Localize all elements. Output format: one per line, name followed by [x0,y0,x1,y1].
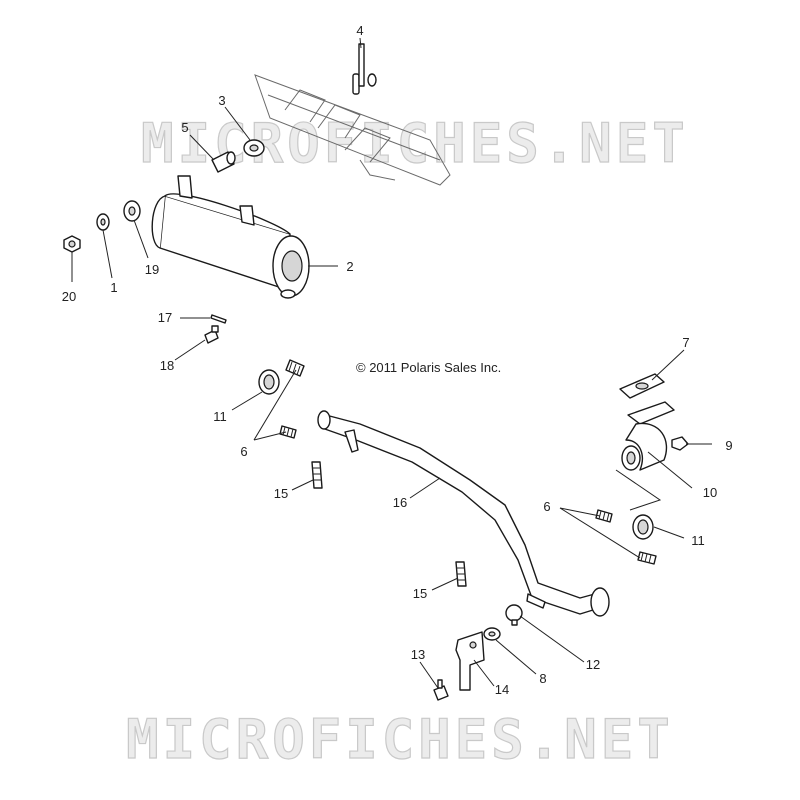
callout-6-left: 6 [240,444,247,459]
callout-6-right: 6 [543,499,550,514]
gasket-part-7 [619,373,665,399]
gasket-part-11-right [632,514,654,540]
head-pipe-part-16 [317,410,610,617]
grommet-part-3 [243,139,265,157]
leader-lines [71,37,712,689]
bracket-part-14 [455,631,485,691]
callout-5: 5 [181,120,188,135]
callout-2: 2 [346,259,353,274]
spring-part-6-lower-left [279,425,297,439]
callout-17: 17 [158,310,172,325]
copyright-notice: © 2011 Polaris Sales Inc. [356,360,501,375]
callout-13: 13 [411,647,425,662]
pin-part-17 [210,314,227,324]
muffler-part-2 [151,175,310,299]
callout-18: 18 [160,358,174,373]
washer-part-19 [123,200,141,222]
callout-3: 3 [218,93,225,108]
callout-labels: 1 2 3 4 5 6 6 7 8 9 10 11 11 12 13 14 15… [62,23,733,697]
frame-rail [254,74,451,186]
watermark-bottom: MICROFICHES.NET [126,708,674,771]
sensor-part-12 [505,604,523,626]
spring-part-6-upper-left [285,359,305,377]
bolt-part-13 [433,679,449,701]
nut-part-20 [63,235,81,253]
callout-12: 12 [586,657,600,672]
bolt-part-4 [352,43,377,95]
sleeve-part-5 [211,151,236,173]
callout-11-left: 11 [213,409,227,424]
nut-part-9 [671,436,689,451]
spring-part-6-lower-right [637,551,657,565]
washer-part-8 [483,627,501,641]
gasket-part-11-left [258,369,280,395]
callout-16: 16 [393,495,407,510]
callout-10: 10 [703,485,717,500]
callout-19: 19 [145,262,159,277]
washer-part-1 [96,213,110,231]
callout-8: 8 [539,671,546,686]
callout-1: 1 [110,280,117,295]
callout-9: 9 [725,438,732,453]
flange-elbow-part-10 [621,401,675,471]
callout-7: 7 [682,335,689,350]
callout-15-lower: 15 [413,586,427,601]
callout-14: 14 [495,682,509,697]
screw-part-18 [204,325,219,344]
callout-11-right: 11 [691,533,705,548]
spring-part-15-upper [311,461,323,489]
callout-20: 20 [62,289,76,304]
callout-4: 4 [356,23,363,38]
callout-15-upper: 15 [274,486,288,501]
spring-part-15-lower [455,561,467,587]
